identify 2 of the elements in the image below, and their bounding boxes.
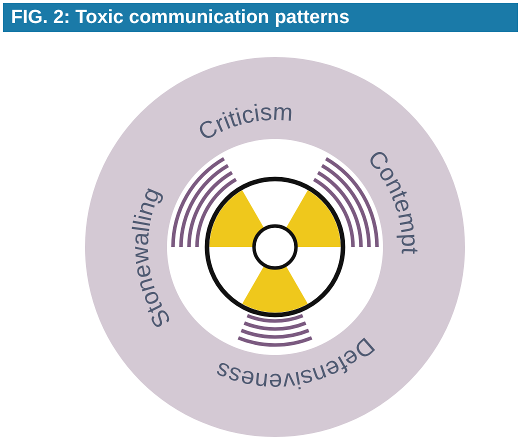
title-bar: FIG. 2: Toxic communication patterns: [3, 3, 518, 32]
ring-label: Criticism: [194, 98, 294, 146]
